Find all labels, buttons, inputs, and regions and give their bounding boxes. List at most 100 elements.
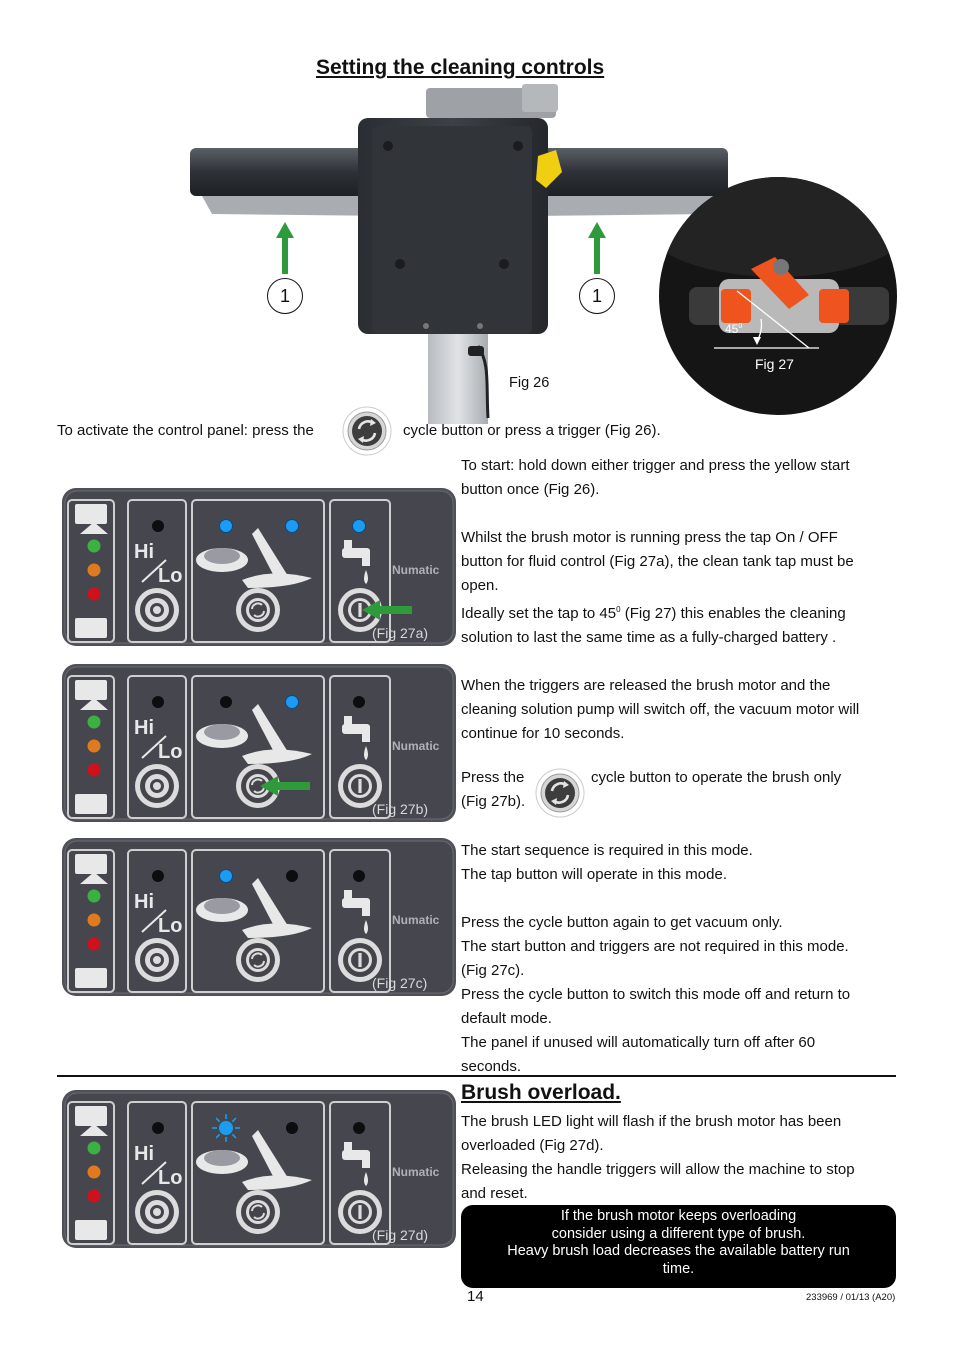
start-instructions: To start: hold down either trigger and p…: [461, 457, 860, 742]
pump-led: [286, 870, 298, 882]
battery-led-green: [87, 889, 101, 903]
panel-caption: (Fig 27a): [372, 625, 429, 641]
section-divider: [57, 1075, 896, 1077]
activate-text-after: cycle button or press a trigger (Fig 26)…: [403, 422, 661, 439]
battery-led-orange: [87, 913, 101, 927]
cycle-arrow-icon: [260, 776, 310, 796]
page-number: 14: [467, 1288, 484, 1305]
battery-led-red: [87, 1189, 101, 1203]
machine-handle-illustration: [190, 84, 728, 424]
battery-led-orange: [87, 739, 101, 753]
trigger-arrow-right-icon: [588, 222, 606, 274]
tap-button: [338, 1190, 382, 1234]
page-title: Setting the cleaning controls: [316, 56, 605, 79]
battery-led-green: [87, 539, 101, 553]
tap-section: [329, 499, 391, 643]
hi-lo-button: [135, 938, 179, 982]
fig26-caption: Fig 26: [509, 375, 550, 391]
hi-label: Hi: [134, 891, 154, 913]
callout-1-left: 1: [267, 278, 303, 314]
cycle-button: [236, 1190, 280, 1234]
brush-led: [212, 1114, 240, 1142]
brush-led: [220, 696, 232, 708]
tap-led: [352, 519, 366, 533]
pump-led: [285, 695, 299, 709]
pump-led: [285, 519, 299, 533]
cycle-button: [236, 764, 280, 808]
battery-led-orange: [87, 1165, 101, 1179]
battery-level-column: [67, 849, 115, 993]
fig27-tap-inset: 450 Fig 27: [659, 177, 897, 415]
panel-caption: (Fig 27b): [372, 801, 429, 817]
document-code: 233969 / 01/13 (A20): [806, 1292, 896, 1303]
hi-lo-led: [152, 1122, 164, 1134]
tap-button: [338, 588, 382, 632]
battery-led-red: [87, 587, 101, 601]
battery-level-column: [67, 1101, 115, 1245]
cycle-button: [236, 938, 280, 982]
hi-lo-button: [135, 588, 179, 632]
hi-lo-button: [135, 1190, 179, 1234]
cycle-button-icon-2: [535, 768, 585, 818]
angle-label: 450: [725, 322, 743, 336]
lo-label: Lo: [158, 1167, 182, 1189]
mode-instructions: The start sequence is required in this m…: [461, 842, 851, 1075]
battery-level-column: [67, 499, 115, 643]
numatic-logo: Numatic: [392, 913, 440, 927]
hi-lo-button: [135, 764, 179, 808]
fig27-caption: Fig 27: [755, 356, 794, 372]
panel-caption: (Fig 27c): [372, 975, 428, 991]
cycle-button-icon: [342, 406, 392, 456]
lo-label: Lo: [158, 915, 182, 937]
brush-led: [219, 869, 233, 883]
tap-button: [338, 938, 382, 982]
tap-led: [353, 1122, 365, 1134]
hi-lo-led: [152, 870, 164, 882]
numatic-logo: Numatic: [392, 1165, 440, 1179]
brush-section: [191, 499, 325, 643]
brush-led: [219, 519, 233, 533]
brush-section: [191, 849, 325, 993]
tap-button: [338, 764, 382, 808]
battery-led-green: [87, 715, 101, 729]
numatic-logo: Numatic: [392, 563, 440, 577]
tap-section: [329, 849, 391, 993]
hi-label: Hi: [134, 717, 154, 739]
battery-led-red: [87, 763, 101, 777]
angle-lines: [714, 290, 819, 349]
overload-text: The brush LED light will flash if the br…: [461, 1113, 855, 1202]
overload-heading: Brush overload.: [461, 1081, 621, 1104]
brush-section: [191, 675, 325, 819]
hi-lo-led: [152, 696, 164, 708]
tap-led: [353, 870, 365, 882]
cycle-button: [236, 588, 280, 632]
brush-only-text-before: Press the: [461, 769, 525, 786]
battery-led-red: [87, 937, 101, 951]
brush-only-text-after: cycle button to operate the brush only: [591, 769, 842, 786]
pump-led: [286, 1122, 298, 1134]
lo-label: Lo: [158, 741, 182, 763]
hi-lo-led: [152, 520, 164, 532]
numatic-logo: Numatic: [392, 739, 440, 753]
hi-label: Hi: [134, 1143, 154, 1165]
activate-text-before: To activate the control panel: press the: [57, 422, 314, 439]
callout-1-right: 1: [579, 278, 615, 314]
tap-arrow-icon: [362, 600, 412, 620]
trigger-arrow-left-icon: [276, 222, 294, 274]
battery-level-column: [67, 675, 115, 819]
tap-section: [329, 1101, 391, 1245]
tap-section: [329, 675, 391, 819]
panel-caption: (Fig 27d): [372, 1227, 429, 1243]
